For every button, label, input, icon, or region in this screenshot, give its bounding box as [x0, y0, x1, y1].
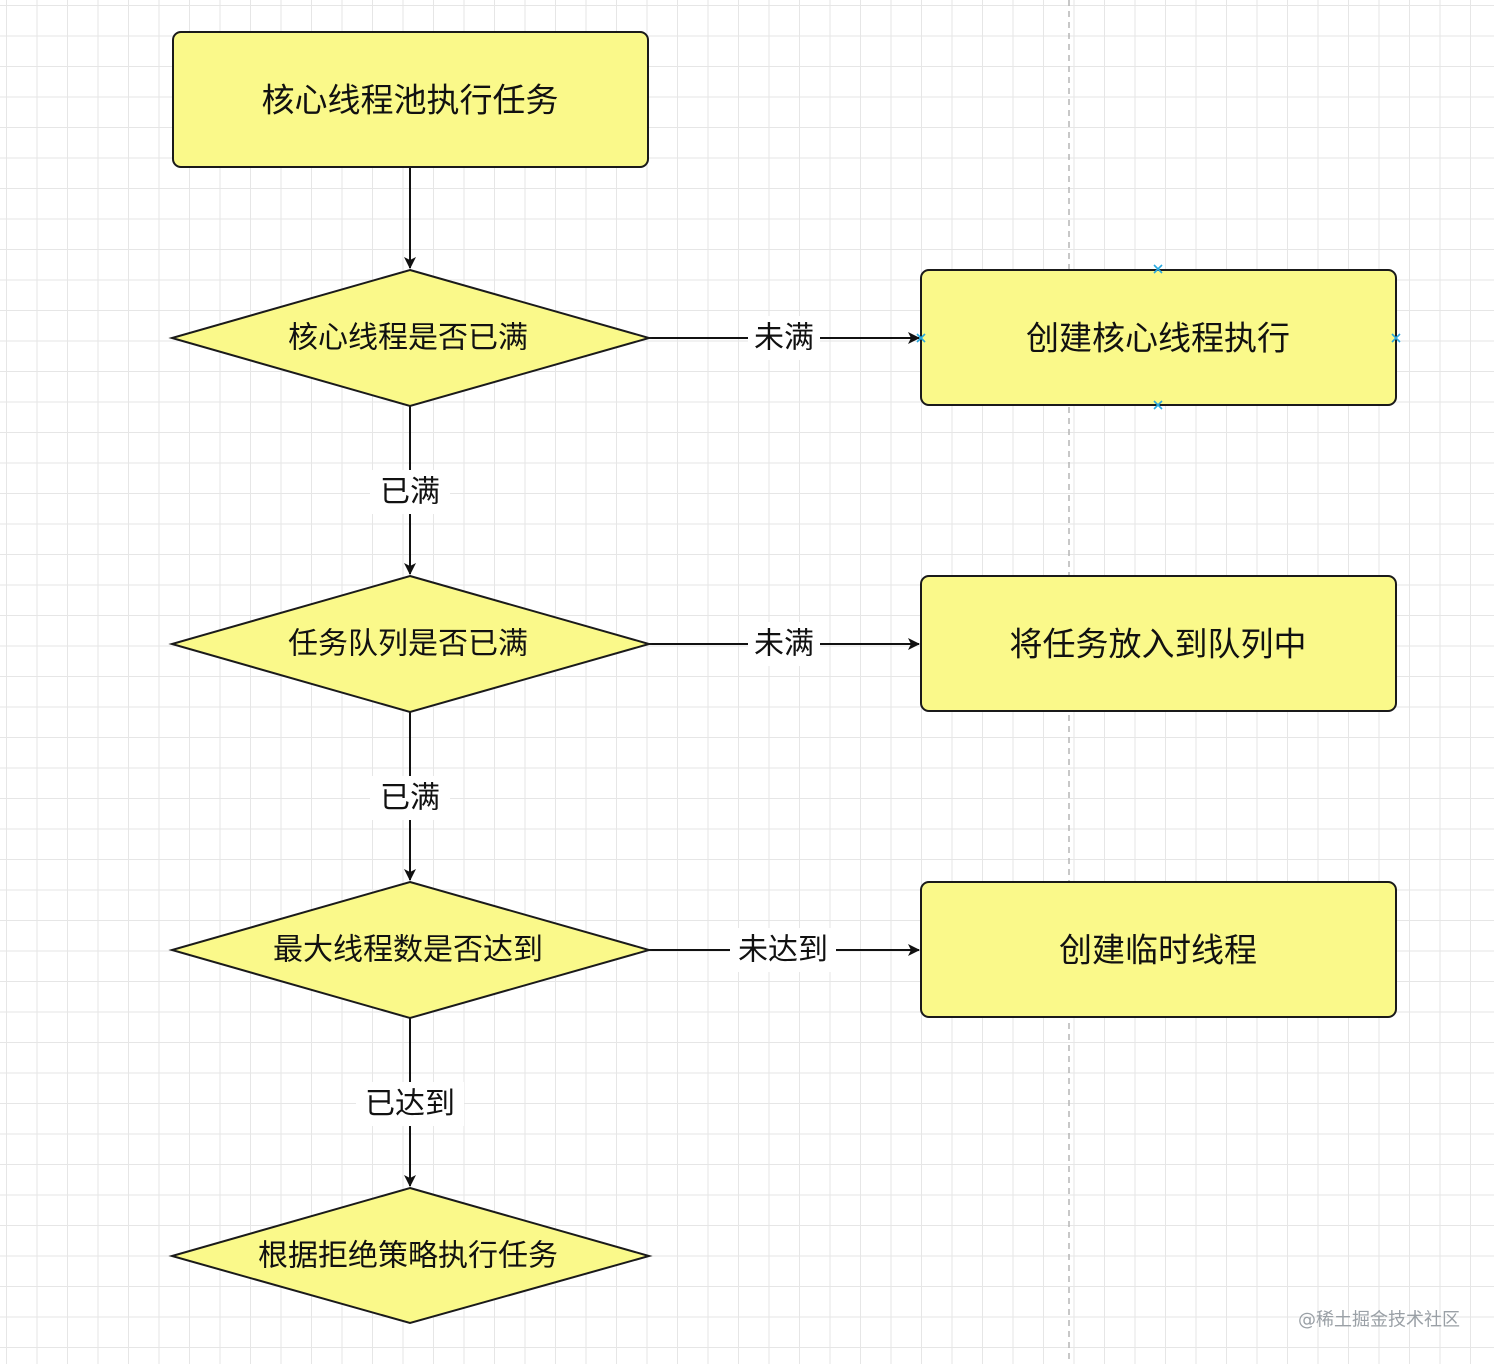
node-check-core-shape[interactable] [168, 268, 653, 408]
edge-label-bg [748, 622, 820, 666]
node-reject-label: 根据拒绝策略执行任务 [258, 1239, 558, 1274]
node-enqueue-shape[interactable] [920, 575, 1397, 712]
node-check-max-label: 最大线程数是否达到 [273, 933, 543, 968]
edge-label-queue-full: 已满 [380, 781, 440, 816]
node-check-core-label: 核心线程是否已满 [288, 321, 528, 356]
node-check-queue-label: 任务队列是否已满 [288, 627, 528, 662]
node-create-temp[interactable]: 创建临时线程 [920, 881, 1397, 1018]
watermark: @稀土掘金技术社区 [1298, 1310, 1460, 1331]
edge-label-core-full: 已满 [380, 475, 440, 510]
node-check-queue[interactable]: 任务队列是否已满 [168, 574, 653, 714]
node-check-max[interactable]: 最大线程数是否达到 [168, 880, 653, 1020]
node-create-temp-shape[interactable] [920, 881, 1397, 1018]
node-start-label: 核心线程池执行任务 [262, 81, 559, 120]
connection-point-right-icon[interactable] [1391, 333, 1401, 343]
node-check-core[interactable]: 核心线程是否已满 [168, 268, 653, 408]
node-check-max-shape[interactable] [168, 880, 653, 1020]
node-create-temp-label: 创建临时线程 [1059, 931, 1257, 970]
connection-point-bottom-icon[interactable] [1153, 400, 1163, 410]
node-create-core[interactable]: 创建核心线程执行 [916, 264, 1401, 410]
edge-label-max-not-reached: 未达到 [738, 933, 828, 968]
edge-label-bg [356, 1082, 464, 1126]
connection-point-left-icon[interactable] [916, 333, 926, 343]
node-check-queue-shape[interactable] [168, 574, 653, 714]
edge-label-bg [370, 470, 450, 514]
node-reject[interactable]: 根据拒绝策略执行任务 [168, 1186, 653, 1325]
edge-label-queue-not-full: 未满 [754, 627, 814, 662]
node-start-shape[interactable] [172, 31, 649, 168]
node-enqueue-label: 将任务放入到队列中 [1010, 625, 1307, 664]
edge-label-bg [748, 316, 820, 360]
edge-label-max-reached: 已达到 [365, 1087, 455, 1122]
edge-label-bg [370, 776, 450, 820]
node-create-core-label: 创建核心线程执行 [1026, 319, 1290, 358]
node-reject-shape[interactable] [168, 1186, 653, 1325]
node-enqueue[interactable]: 将任务放入到队列中 [920, 575, 1397, 712]
node-start[interactable]: 核心线程池执行任务 [172, 31, 649, 168]
edge-label-core-not-full: 未满 [754, 321, 814, 356]
edge-label-bg [730, 928, 836, 972]
selection-handles[interactable] [916, 264, 1401, 410]
connection-point-top-icon[interactable] [1153, 264, 1163, 274]
